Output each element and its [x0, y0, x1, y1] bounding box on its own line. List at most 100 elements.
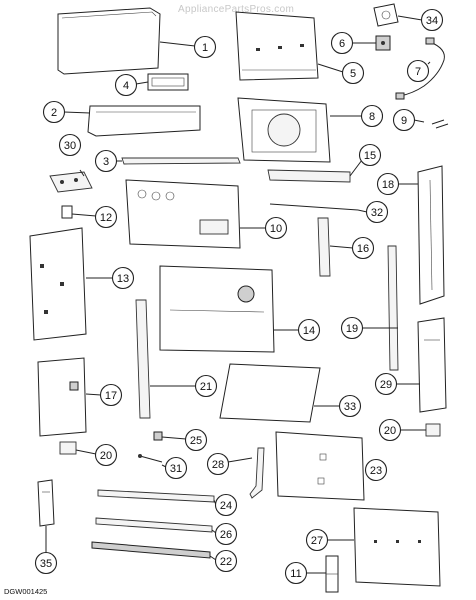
part-3-rod[interactable] — [121, 157, 241, 165]
part-33-bottom-panel[interactable] — [219, 363, 321, 423]
callout-12: 12 — [94, 205, 118, 229]
callout-label: 5 — [350, 68, 356, 80]
callout-label: 26 — [220, 529, 232, 541]
callout-10: 10 — [264, 216, 288, 240]
part-30-shield[interactable] — [49, 171, 93, 193]
callout-label: 29 — [380, 379, 392, 391]
callout-label: 19 — [346, 323, 358, 335]
callout-label: 6 — [339, 38, 345, 50]
part-8-burner-box[interactable] — [237, 97, 331, 163]
part-27-bottom-tray[interactable] — [353, 507, 441, 587]
part-6-clip[interactable] — [375, 35, 391, 51]
callout-23: 23 — [364, 458, 388, 482]
callout-label: 1 — [202, 42, 208, 54]
callout-label: 24 — [220, 500, 232, 512]
part-14-oven-liner[interactable] — [159, 265, 275, 353]
callout-label: 31 — [170, 463, 182, 475]
callout-label: 23 — [370, 465, 382, 477]
part-1-top-panel[interactable] — [57, 7, 161, 75]
callout-label: 20 — [384, 425, 396, 437]
callout-16: 16 — [351, 236, 375, 260]
leader-lines — [45, 15, 431, 574]
part-11-small-bracket[interactable] — [325, 555, 339, 593]
part-9-screw[interactable] — [431, 119, 449, 129]
part-26-rail[interactable] — [95, 517, 213, 533]
callout-label: 3 — [103, 156, 109, 168]
part-29-bracket-plate[interactable] — [417, 317, 447, 413]
part-17-access-panel[interactable] — [37, 357, 87, 437]
callout-5: 5 — [341, 61, 365, 85]
callout-13: 13 — [111, 266, 135, 290]
callout-label: 27 — [311, 535, 323, 547]
callout-label: 30 — [64, 140, 76, 152]
callout-label: 14 — [303, 325, 315, 337]
callout-6: 6 — [330, 31, 354, 55]
part-16-channel[interactable] — [317, 217, 331, 277]
callout-label: 15 — [364, 150, 376, 162]
part-32-thin-rod[interactable] — [269, 203, 359, 211]
callout-label: 9 — [401, 115, 407, 127]
callout-35: 35 — [34, 551, 58, 575]
part-22-rail[interactable] — [91, 541, 211, 559]
callout-label: 21 — [200, 381, 212, 393]
callout-1: 1 — [193, 35, 217, 59]
part-24-rail[interactable] — [97, 489, 215, 503]
callout-21: 21 — [194, 374, 218, 398]
callout-label: 17 — [105, 390, 117, 402]
callout-8: 8 — [360, 104, 384, 128]
callout-24: 24 — [214, 493, 238, 517]
callout-label: 12 — [100, 212, 112, 224]
part-10-control-panel[interactable] — [125, 179, 241, 249]
callout-label: 22 — [220, 556, 232, 568]
part-31-pin[interactable] — [138, 454, 163, 463]
callout-label: 4 — [123, 80, 129, 92]
callout-20-right: 20 — [378, 418, 402, 442]
callout-4: 4 — [114, 73, 138, 97]
callout-20-left: 20 — [94, 443, 118, 467]
part-15-bar[interactable] — [267, 169, 351, 183]
callout-26: 26 — [214, 522, 238, 546]
part-12-insulator[interactable] — [61, 205, 73, 219]
callout-2: 2 — [42, 100, 66, 124]
callout-label: 11 — [290, 568, 301, 580]
callout-32: 32 — [365, 200, 389, 224]
callout-label: 25 — [190, 435, 202, 447]
part-19-long-rail[interactable] — [387, 245, 399, 371]
callout-label: 2 — [51, 107, 57, 119]
diagram-code: DGW001425 — [4, 587, 48, 596]
part-4-bracket[interactable] — [147, 73, 189, 91]
callout-27: 27 — [305, 528, 329, 552]
part-35-foot[interactable] — [37, 479, 55, 527]
watermark-text: AppliancePartsPros.com — [178, 4, 295, 15]
part-34-mounting-bracket[interactable] — [373, 3, 399, 27]
callout-28: 28 — [206, 452, 230, 476]
callout-30: 30 — [58, 133, 82, 157]
callout-29: 29 — [374, 372, 398, 396]
callout-label: 10 — [270, 223, 282, 235]
callout-18: 18 — [376, 172, 400, 196]
callout-3: 3 — [94, 149, 118, 173]
part-21-side-rail[interactable] — [135, 299, 151, 419]
callout-15: 15 — [358, 143, 382, 167]
part-20-bracket-right[interactable] — [425, 423, 441, 437]
callout-label: 33 — [344, 401, 356, 413]
callout-33: 33 — [338, 394, 362, 418]
part-13-side-panel[interactable] — [29, 227, 87, 341]
part-20-bracket-left[interactable] — [59, 441, 77, 455]
callout-11: 11 — [284, 561, 308, 585]
callout-25: 25 — [184, 428, 208, 452]
part-5-rear-panel[interactable] — [235, 11, 319, 81]
callout-label: 20 — [100, 450, 112, 462]
callout-17: 17 — [99, 383, 123, 407]
part-23-slotted-panel[interactable] — [275, 431, 365, 501]
callout-label: 35 — [40, 558, 52, 570]
part-7-wire-harness[interactable] — [395, 37, 445, 100]
part-2-trim-panel[interactable] — [87, 105, 201, 137]
callout-22: 22 — [214, 549, 238, 573]
part-25-knob[interactable] — [153, 431, 163, 441]
callout-7: 7 — [406, 59, 430, 83]
part-28-curved-strip[interactable] — [249, 447, 265, 499]
callout-31: 31 — [164, 456, 188, 480]
part-18-side-panel[interactable] — [417, 165, 445, 305]
